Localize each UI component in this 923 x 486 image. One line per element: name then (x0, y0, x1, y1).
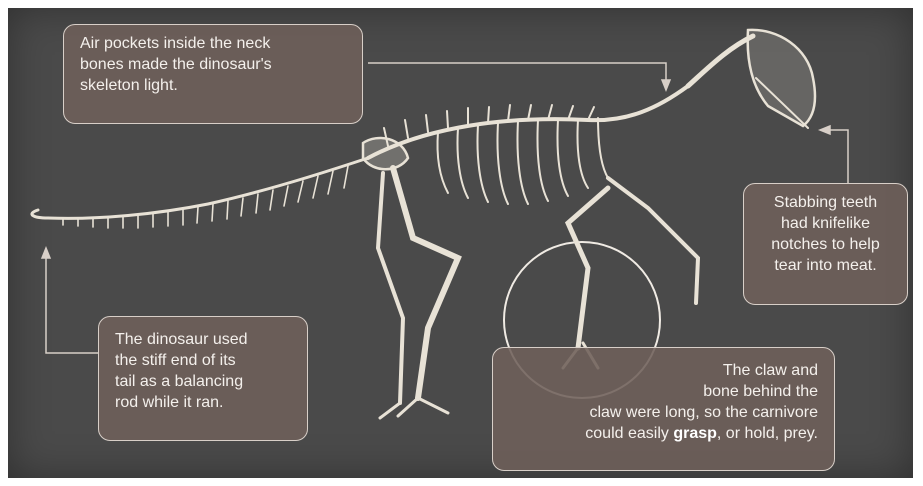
arm-with-claw (568, 188, 608, 348)
claw-text-post: , or hold, prey. (717, 425, 818, 442)
claw-callout-line: could easily grasp, or hold, prey. (505, 423, 818, 444)
tail-spine (32, 158, 368, 218)
teeth-callout-line: had knifelike (756, 213, 895, 234)
neck-pointer-arrow (662, 80, 670, 90)
tail-pointer-arrow (42, 248, 50, 258)
claw-callout-line: claw were long, so the carnivore (505, 402, 818, 423)
neck-pointer-line (368, 63, 666, 86)
back-spine (368, 86, 688, 158)
tail-callout-line: rod while it ran. (115, 392, 295, 413)
neck-callout-line: Air pockets inside the neck (80, 33, 350, 54)
neck-callout: Air pockets inside the neck bones made t… (63, 24, 363, 124)
claw-callout: The claw and bone behind the claw were l… (492, 347, 835, 471)
hind-leg-rear (378, 173, 403, 403)
skull (748, 30, 815, 126)
teeth-callout-line: tear into meat. (756, 255, 895, 276)
tail-pointer-line (46, 253, 98, 353)
teeth-callout-line: notches to help (756, 234, 895, 255)
illustration-panel: Air pockets inside the neck bones made t… (8, 8, 913, 478)
teeth-pointer-line (826, 130, 848, 183)
neck-vertebrae (688, 36, 753, 86)
neck-callout-line: skeleton light. (80, 75, 350, 96)
ribs (437, 118, 608, 204)
claw-callout-line: bone behind the (505, 381, 818, 402)
claw-callout-line: The claw and (505, 360, 818, 381)
teeth-pointer-arrow (820, 126, 830, 134)
tail-callout-line: tail as a balancing (115, 371, 295, 392)
tail-callout-line: The dinosaur used (115, 329, 295, 350)
fore-limb (608, 178, 698, 303)
tail-callout-line: the stiff end of its (115, 350, 295, 371)
grasp-keyword: grasp (673, 425, 717, 442)
teeth-callout-line: Stabbing teeth (756, 192, 895, 213)
tail-callout: The dinosaur used the stiff end of its t… (98, 316, 308, 441)
hind-foot (380, 398, 448, 418)
neck-callout-line: bones made the dinosaur's (80, 54, 350, 75)
teeth-callout: Stabbing teeth had knifelike notches to … (743, 183, 908, 305)
claw-text-pre: could easily (585, 425, 673, 442)
